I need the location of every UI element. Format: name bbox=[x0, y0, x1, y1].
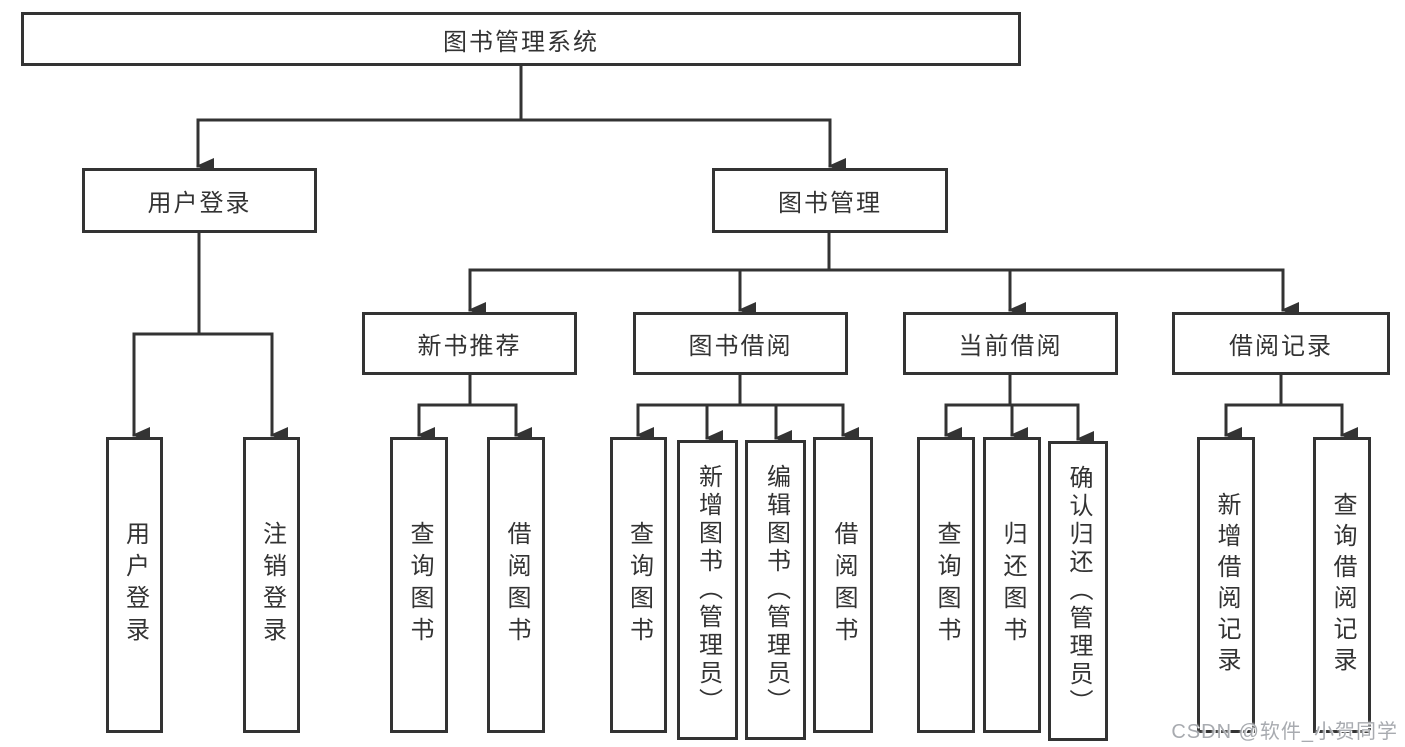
leaf-newbook-borrow-book: 借阅图书 bbox=[487, 437, 545, 733]
leaf-records-query-record: 查询借阅记录 bbox=[1313, 437, 1371, 733]
leaf-borrow-edit-book-admin: 编辑图书（管理员） bbox=[745, 440, 806, 740]
leaf-borrow-query-book-label: 查询图书 bbox=[625, 521, 653, 649]
leaf-current-return-book-label: 归还图书 bbox=[999, 521, 1026, 649]
node-root-label: 图书管理系统 bbox=[443, 28, 599, 56]
node-book-management: 图书管理 bbox=[712, 168, 948, 233]
node-book-management-label: 图书管理 bbox=[778, 190, 882, 217]
node-current-borrow: 当前借阅 bbox=[903, 312, 1118, 375]
node-user-login: 用户登录 bbox=[82, 168, 317, 233]
leaf-newbook-query-book: 查询图书 bbox=[390, 437, 448, 733]
leaf-records-query-record-label: 查询借阅记录 bbox=[1329, 492, 1356, 678]
leaf-borrow-add-book-admin: 新增图书（管理员） bbox=[677, 440, 738, 740]
leaf-user-login: 用户登录 bbox=[106, 437, 163, 733]
leaf-borrow-borrow-book: 借阅图书 bbox=[813, 437, 873, 733]
leaf-logout-label: 注销登录 bbox=[258, 521, 286, 649]
leaf-newbook-borrow-book-label: 借阅图书 bbox=[503, 521, 530, 649]
leaf-newbook-query-book-label: 查询图书 bbox=[406, 521, 433, 649]
leaf-user-login-label: 用户登录 bbox=[121, 521, 149, 649]
leaf-borrow-add-book-admin-label: 新增图书（管理员） bbox=[694, 464, 722, 716]
leaf-current-confirm-return-admin-label: 确认归还（管理员） bbox=[1065, 465, 1092, 717]
node-user-login-label: 用户登录 bbox=[147, 190, 252, 217]
leaf-current-query-book-label: 查询图书 bbox=[933, 521, 960, 649]
node-borrow-records: 借阅记录 bbox=[1172, 312, 1390, 375]
node-book-borrow: 图书借阅 bbox=[633, 312, 848, 375]
leaf-current-query-book: 查询图书 bbox=[917, 437, 975, 733]
leaf-borrow-edit-book-admin-label: 编辑图书（管理员） bbox=[762, 464, 790, 716]
leaf-borrow-borrow-book-label: 借阅图书 bbox=[830, 521, 857, 649]
node-borrow-records-label: 借阅记录 bbox=[1229, 333, 1333, 360]
leaf-borrow-query-book: 查询图书 bbox=[610, 437, 667, 733]
node-root: 图书管理系统 bbox=[21, 12, 1021, 66]
csdn-watermark: CSDN @软件_小贺同学 bbox=[1171, 721, 1398, 743]
node-current-borrow-label: 当前借阅 bbox=[958, 333, 1063, 360]
leaf-records-add-record: 新增借阅记录 bbox=[1197, 437, 1255, 733]
leaf-records-add-record-label: 新增借阅记录 bbox=[1213, 492, 1240, 678]
node-new-book-recommend: 新书推荐 bbox=[362, 312, 577, 375]
leaf-current-confirm-return-admin: 确认归还（管理员） bbox=[1048, 441, 1108, 741]
node-new-book-recommend-label: 新书推荐 bbox=[417, 333, 522, 360]
leaf-logout: 注销登录 bbox=[243, 437, 300, 733]
leaf-current-return-book: 归还图书 bbox=[983, 437, 1041, 733]
node-book-borrow-label: 图书借阅 bbox=[688, 333, 793, 360]
